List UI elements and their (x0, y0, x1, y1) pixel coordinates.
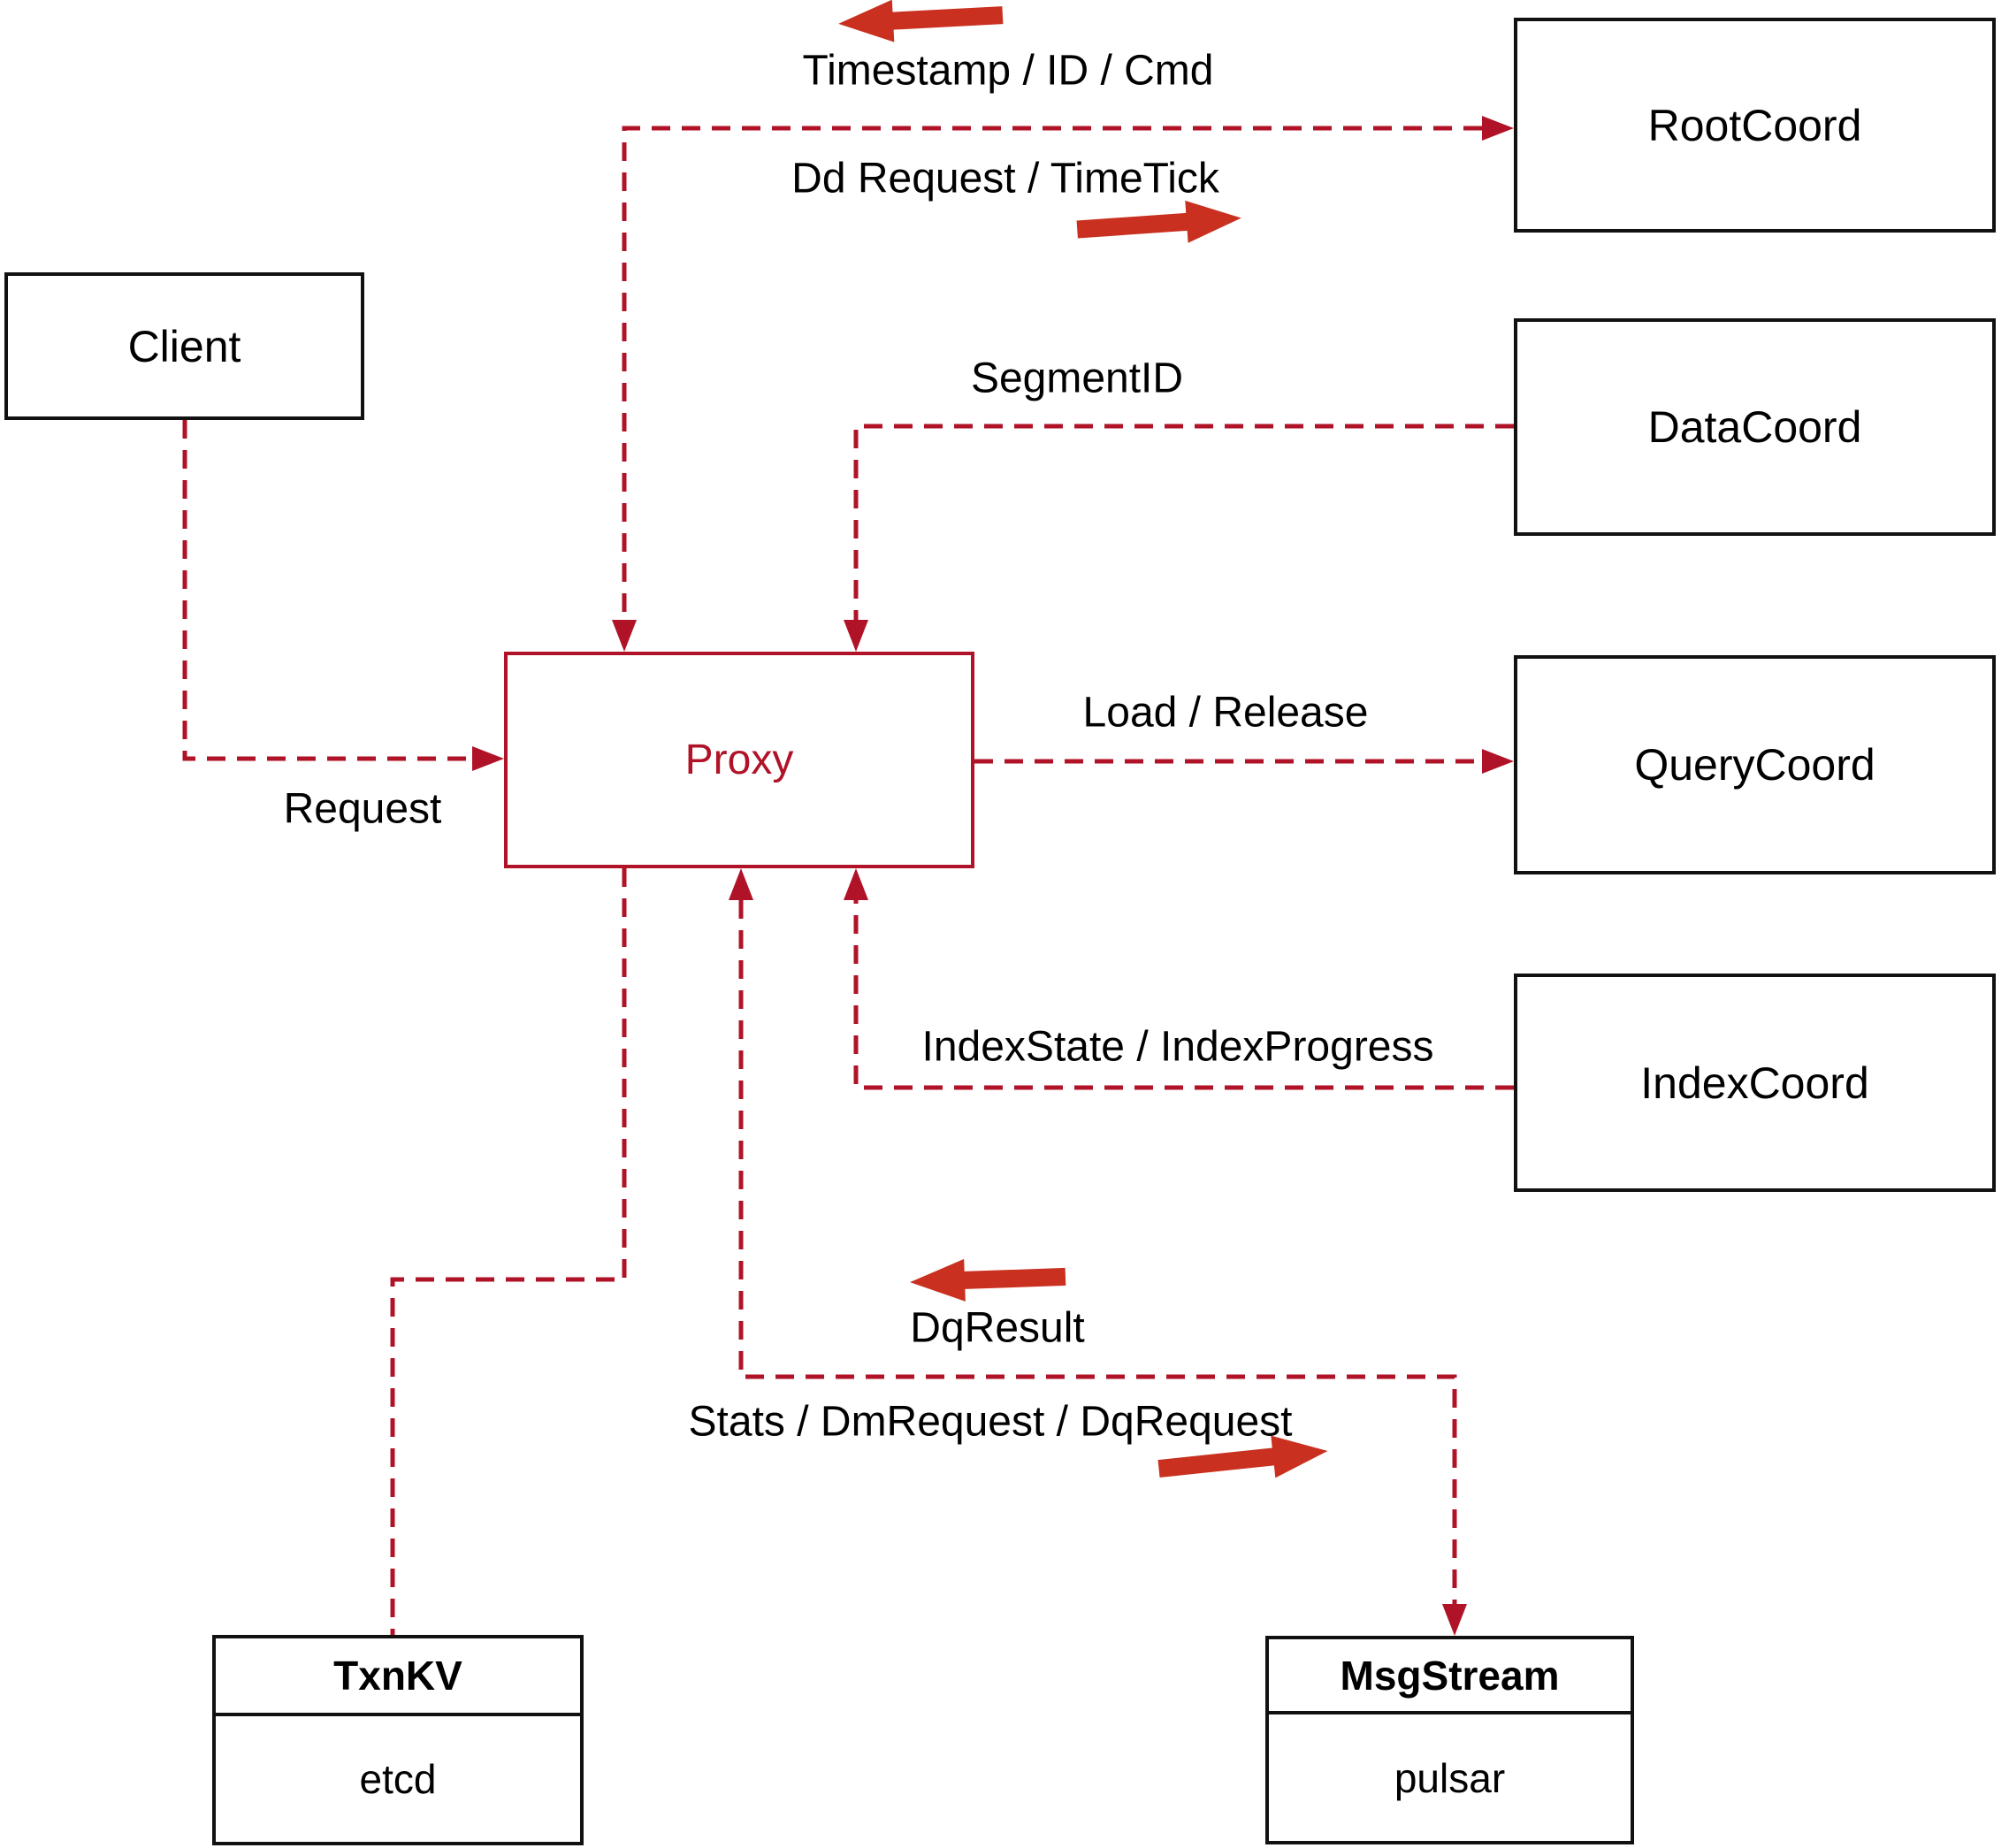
node-msgstream-subtitle: pulsar (1394, 1754, 1506, 1801)
node-indexcoord-label: IndexCoord (1640, 1058, 1869, 1108)
edge-label-indexstate-indexprogress: IndexState / IndexProgress (921, 1023, 1434, 1071)
edge-indexcoord-proxy (844, 868, 1514, 1090)
node-client-label: Client (127, 321, 241, 371)
edge-proxy-txnkv (390, 868, 627, 1635)
node-querycoord: QueryCoord (1514, 655, 1996, 874)
edge-label-timestamp-id-cmd: Timestamp / ID / Cmd (802, 47, 1214, 95)
node-indexcoord: IndexCoord (1514, 974, 1996, 1192)
node-txnkv: TxnKV etcd (212, 1635, 584, 1845)
node-msgstream-title: MsgStream (1269, 1639, 1631, 1714)
node-client: Client (4, 272, 364, 420)
node-proxy-label: Proxy (684, 737, 794, 783)
node-querycoord-label: QueryCoord (1634, 740, 1875, 790)
edge-label-request: Request (283, 785, 442, 833)
edge-proxy-querycoord (974, 749, 1514, 774)
node-datacoord: DataCoord (1514, 318, 1996, 536)
node-msgstream: MsgStream pulsar (1265, 1636, 1634, 1844)
edge-proxy-rootcoord (612, 116, 1514, 652)
flow-arrow-right-ddrequest-icon (1076, 200, 1241, 243)
node-proxy: Proxy (504, 652, 974, 868)
flow-arrow-left-dqresult-icon (910, 1258, 1066, 1302)
node-rootcoord: RootCoord (1514, 18, 1996, 233)
edge-label-load-release: Load / Release (1082, 689, 1369, 737)
edge-label-dqresult: DqResult (910, 1304, 1085, 1352)
node-rootcoord-label: RootCoord (1647, 100, 1862, 150)
flow-arrow-left-timestamp-icon (838, 0, 1004, 42)
edge-label-dd-request-timetick: Dd Request / TimeTick (791, 155, 1219, 202)
edge-datacoord-proxy (844, 424, 1514, 652)
edge-client-proxy (182, 420, 504, 771)
node-txnkv-subtitle: etcd (359, 1756, 437, 1802)
node-datacoord-label: DataCoord (1647, 402, 1862, 452)
edge-label-stats-dmrequest-dqrequest: Stats / DmRequest / DqRequest (688, 1398, 1293, 1446)
flow-arrow-right-stats-icon (1157, 1435, 1328, 1478)
edge-label-segment-id: SegmentID (970, 355, 1184, 402)
node-txnkv-title: TxnKV (216, 1638, 580, 1716)
edge-proxy-msgstream (729, 868, 1467, 1636)
